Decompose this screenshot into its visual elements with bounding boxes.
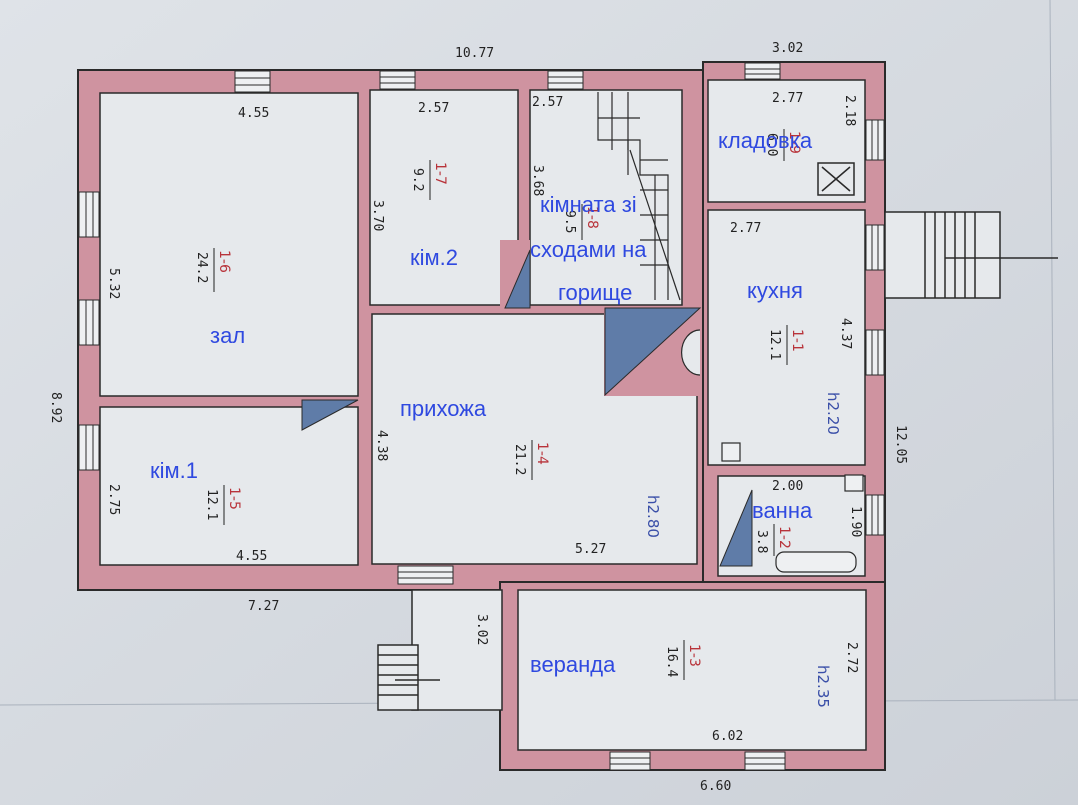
dim-bath-height: 1.90 [848, 506, 863, 537]
door-arc [680, 329, 701, 376]
dim-stair-height: 3.68 [530, 165, 545, 196]
dim-kitchen-width: 2.77 [730, 221, 761, 236]
area-vanna: 3.8 [754, 530, 769, 553]
dim-kitchen-height: 4.37 [838, 318, 853, 349]
area-code-kim2: 1-7 [432, 162, 448, 185]
area-code-kladovka: 1-9 [786, 131, 802, 154]
area-zal: 24.2 [194, 252, 209, 283]
room-interiors [99, 79, 867, 751]
room-zal [99, 92, 359, 397]
ceiling-heights: h2.20 h2.80 h2.35 [644, 392, 842, 708]
label-kladovka: кладовка [718, 128, 813, 153]
dim-kim2-height: 3.70 [370, 200, 385, 231]
dim-kim1-width: 4.55 [236, 549, 267, 564]
label-prykhozha: прихожа [400, 396, 487, 421]
dim-veranda-width: 6.02 [712, 729, 743, 744]
label-kimnata-3: горище [558, 280, 632, 305]
area-code-kim1: 1-5 [226, 487, 242, 510]
area-code-prykhozha: 1-4 [534, 442, 550, 465]
label-kim2: кім.2 [410, 245, 458, 270]
label-zal: зал [210, 323, 245, 348]
area-code-zal: 1-6 [216, 250, 232, 273]
area-code-vanna: 1-2 [776, 526, 792, 549]
dim-veranda-height: 3.02 [474, 614, 489, 645]
area-codes: 1-6 24.2 1-7 9.2 1-8 9.5 1-9 6.0 1-1 12.… [194, 129, 805, 680]
label-kukhnia: кухня [747, 278, 803, 303]
stair-markers [301, 249, 753, 567]
dim-zal-width: 4.55 [238, 106, 269, 121]
windows [78, 62, 885, 771]
attic-hatch-icon [817, 162, 855, 196]
dim-zal-height: 5.32 [106, 268, 121, 299]
dim-left-total: 8.92 [48, 392, 63, 423]
external-stairs-bottom [377, 589, 503, 711]
area-kim2: 9.2 [410, 168, 425, 191]
area-code-veranda: 1-3 [686, 644, 702, 667]
label-kim1: кім.1 [150, 458, 198, 483]
label-vanna: ванна [752, 498, 813, 523]
label-kimnata-1: кімната зі [540, 192, 637, 217]
room-veranda [517, 589, 867, 751]
staircase-steps [597, 92, 681, 301]
dim-stair-width: 2.57 [532, 95, 563, 110]
area-veranda: 16.4 [664, 646, 679, 677]
height-kitchen: h2.20 [824, 392, 842, 435]
area-stair: 9.5 [562, 210, 577, 233]
dim-bath-width: 2.00 [772, 479, 803, 494]
dim-top-right: 3.02 [772, 41, 803, 56]
room-stair [529, 89, 683, 306]
label-veranda: веранда [530, 652, 616, 677]
dim-top-main: 10.77 [455, 46, 494, 61]
dim-bottom-total: 6.60 [700, 779, 731, 794]
room-kim2 [369, 89, 519, 306]
area-prykhozha: 21.2 [512, 444, 527, 475]
area-kukhnia: 12.1 [767, 329, 782, 360]
dim-kim2-width: 2.57 [418, 101, 449, 116]
area-code-stair: 1-8 [584, 206, 600, 229]
room-kukhnia [707, 209, 866, 466]
room-labels: зал кім.1 кім.2 кімната зі сходами на го… [150, 128, 813, 677]
dim-kladovka-height: 2.18 [842, 95, 857, 126]
height-hall: h2.80 [644, 495, 662, 538]
dimensions: 10.77 3.02 4.55 2.57 2.57 2.77 2.77 4.55… [48, 41, 908, 794]
dim-hall-height: 4.38 [374, 430, 389, 461]
external-stairs-right [884, 211, 1058, 299]
area-kim1: 12.1 [204, 489, 219, 520]
room-kim1 [99, 406, 359, 566]
area-code-kukhnia: 1-1 [789, 329, 805, 352]
bath-fixtures [721, 442, 864, 573]
dim-kim1-height: 2.75 [106, 484, 121, 515]
label-kimnata-2: сходами на [530, 237, 647, 262]
height-veranda: h2.35 [814, 665, 832, 708]
dim-bottom-left: 7.27 [248, 599, 279, 614]
dim-kladovka-width: 2.77 [772, 91, 803, 106]
dim-hall-width: 5.27 [575, 542, 606, 557]
dim-veranda-right: 2.72 [844, 642, 859, 673]
area-kladovka: 6.0 [764, 133, 779, 156]
dim-right-total: 12.05 [893, 425, 908, 464]
